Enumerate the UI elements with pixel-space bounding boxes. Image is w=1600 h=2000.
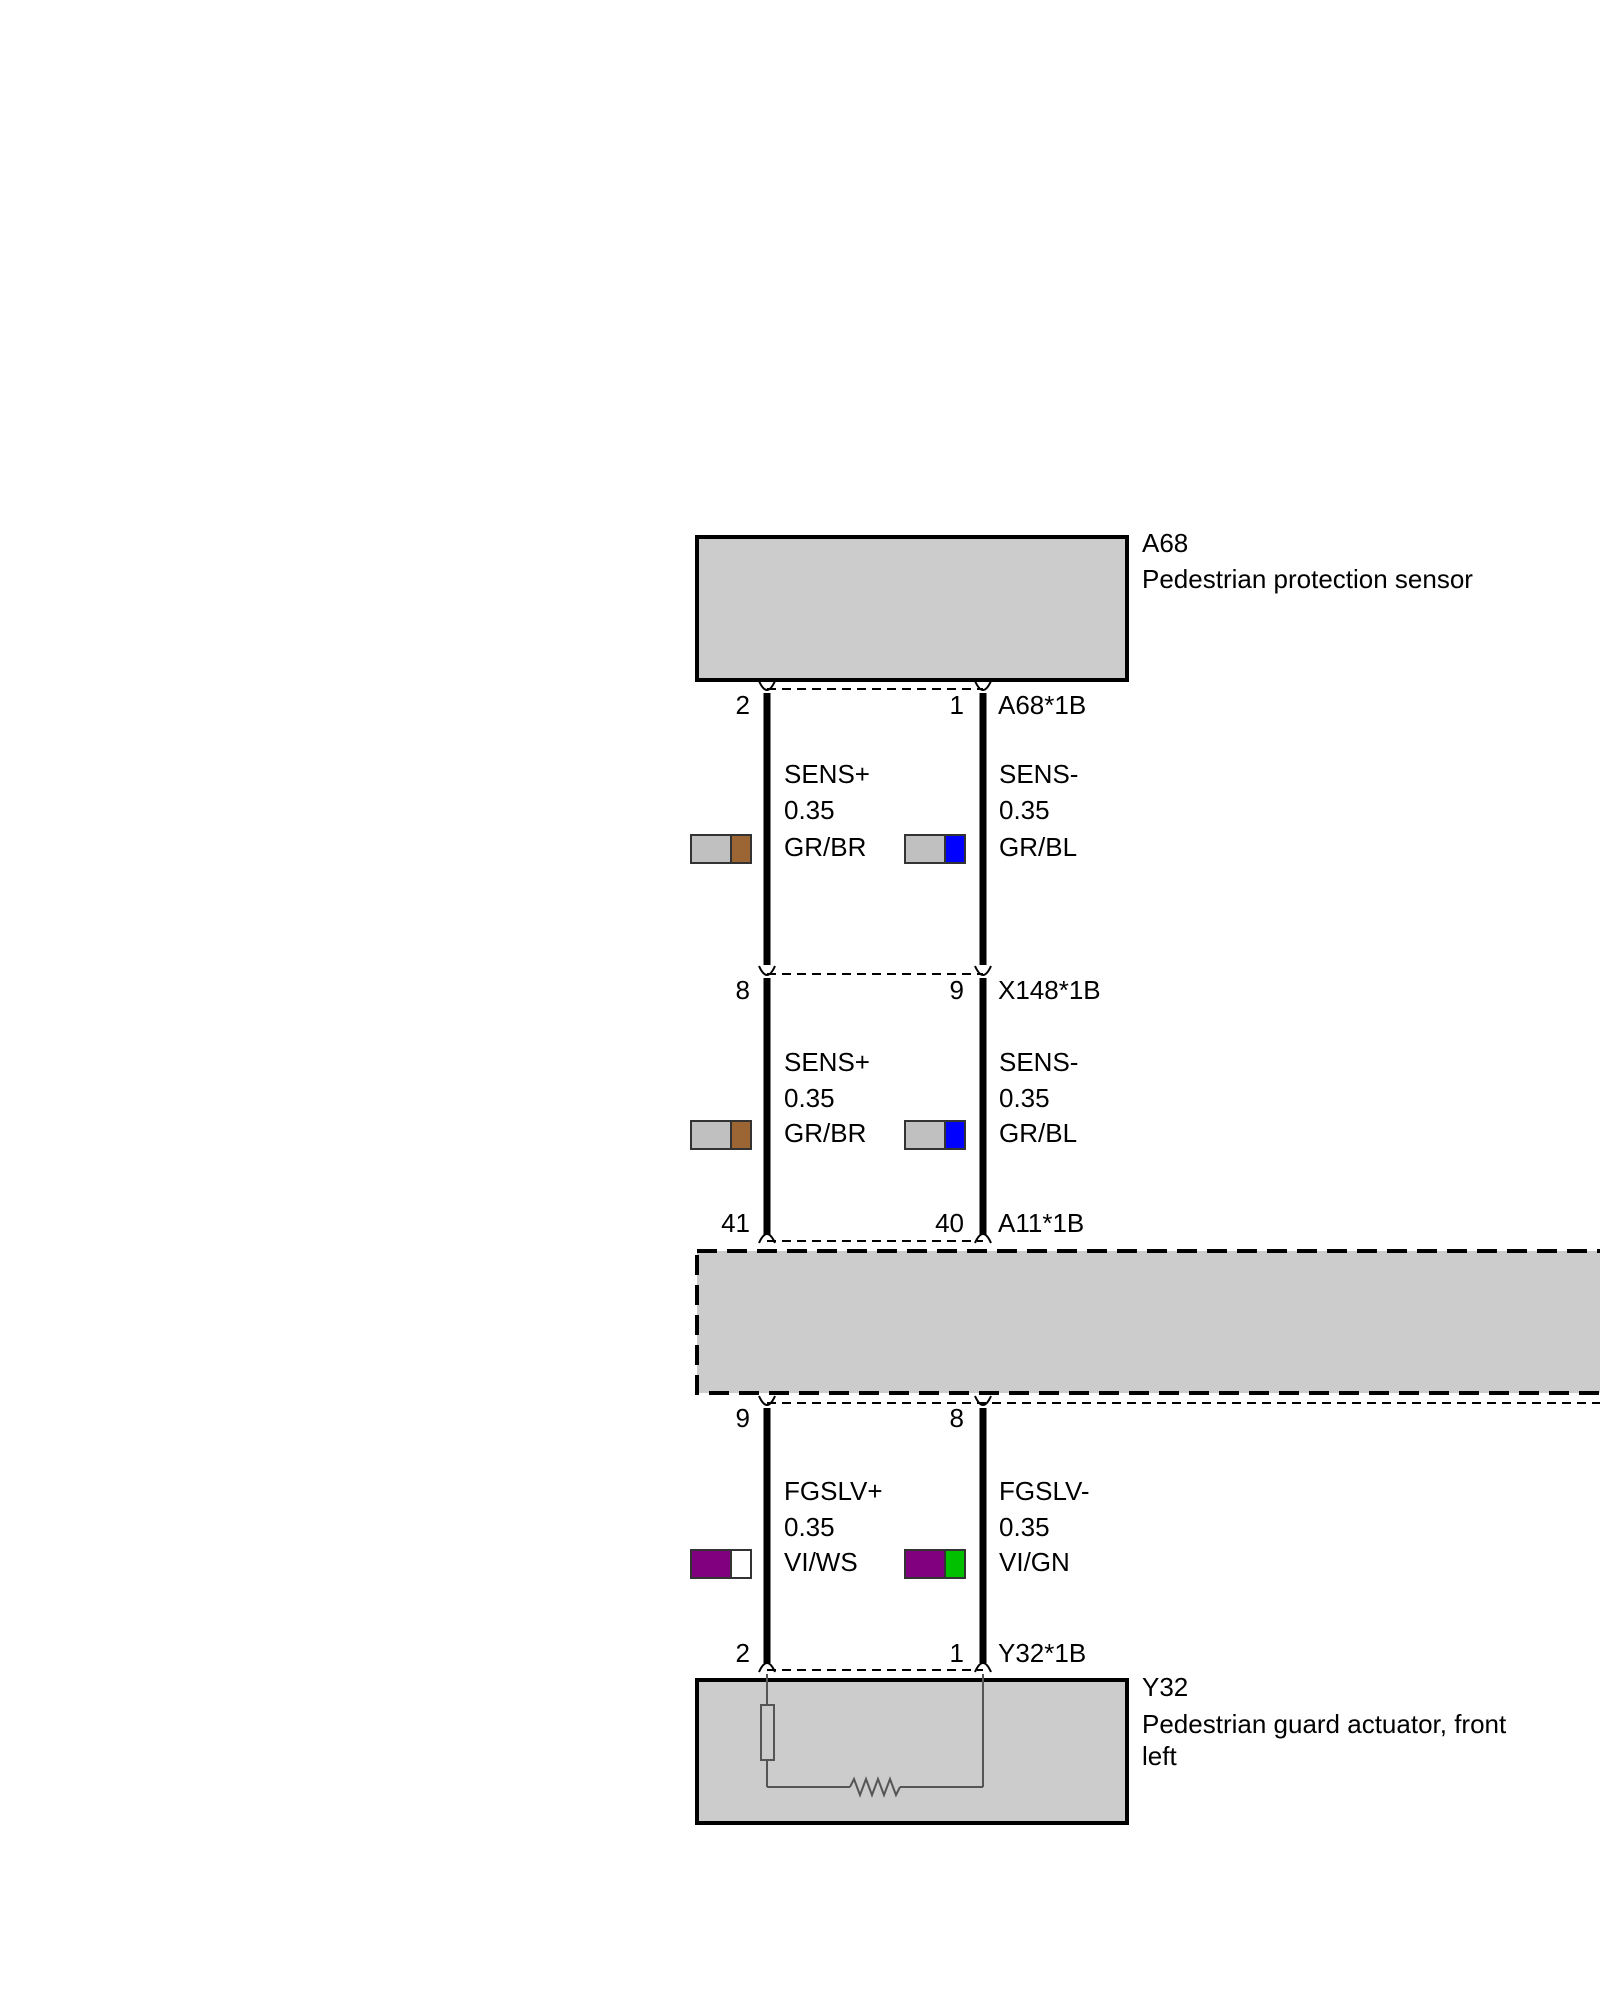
wire-seg3-left-color: VI/WS: [784, 1547, 858, 1577]
wire-seg2-right-swatch-stripe: [944, 1120, 966, 1150]
connector-a68-1b-pin-2: 2: [736, 690, 750, 720]
connector-x148-1b-pin-8: 8: [736, 975, 750, 1005]
component-y32-name-line2: left: [1142, 1741, 1177, 1771]
wire-seg3-left-swatch-stripe: [730, 1549, 752, 1579]
connector-x148-1b-pin-8-symbol: [758, 965, 776, 976]
y32-internal-circuit: [760, 1674, 984, 1798]
wire-seg3-right-gauge: 0.35: [999, 1512, 1050, 1542]
wire-seg2-left-gauge: 0.35: [784, 1083, 835, 1113]
wire-seg2-left-signal: SENS+: [784, 1047, 870, 1077]
component-a68-name: Pedestrian protection sensor: [1142, 564, 1473, 594]
wire-seg3-right-color: VI/GN: [999, 1547, 1070, 1577]
connector-a11-1b-pin-9-symbol: [758, 1395, 776, 1406]
connector-a68-1b-pin-2-symbol: [758, 680, 776, 691]
wire-seg2-right-color: GR/BL: [999, 1118, 1077, 1148]
connector-y32-1b-pin-2: 2: [736, 1638, 750, 1668]
wire-seg1-left-gauge: 0.35: [784, 795, 835, 825]
wire-seg2-left-color: GR/BR: [784, 1118, 866, 1148]
wire-seg1-right-swatch-main: [904, 834, 946, 864]
connector-a11-1b-pin-8-symbol: [974, 1395, 992, 1406]
connector-a68-1b-pin-1: 1: [950, 690, 964, 720]
connector-a11-1b-pin-40: 40: [935, 1208, 964, 1238]
component-y32-code: Y32: [1142, 1672, 1188, 1702]
connector-y32-1b-pin-1-symbol: [974, 1662, 992, 1673]
connector-a68-1b-id: A68*1B: [998, 690, 1086, 720]
connector-x148-1b-pin-9: 9: [950, 975, 964, 1005]
connector-a68-1b-pin-1-symbol: [974, 680, 992, 691]
component-a68-code: A68: [1142, 528, 1188, 558]
connector-x148-1b-id: X148*1B: [998, 975, 1101, 1005]
wire-seg3-right-swatch-stripe: [944, 1549, 966, 1579]
wire-seg3-right-swatch-main: [904, 1549, 946, 1579]
wire-seg1-left-swatch-stripe: [730, 834, 752, 864]
wire-seg2-left-swatch-stripe: [730, 1120, 752, 1150]
wire-seg2-right-signal: SENS-: [999, 1047, 1078, 1077]
wire-seg1-left-swatch-main: [690, 834, 732, 864]
wire-seg3-right-signal: FGSLV-: [999, 1476, 1090, 1506]
connector-a11-1b-pin-41: 41: [721, 1208, 750, 1238]
wire-seg3-left-swatch-main: [690, 1549, 732, 1579]
connector-y32-1b-pin-1: 1: [950, 1638, 964, 1668]
connector-a11-1b-pin-9: 9: [736, 1403, 750, 1433]
wire-seg1-right-swatch-stripe: [944, 834, 966, 864]
wire-seg3-left-signal: FGSLV+: [784, 1476, 883, 1506]
connector-a11-1b-pin-40-symbol: [974, 1233, 992, 1244]
connector-x148-1b-pin-9-symbol: [974, 965, 992, 976]
wire-seg1-right-gauge: 0.35: [999, 795, 1050, 825]
connector-y32-1b-pin-2-symbol: [758, 1662, 776, 1673]
wire-seg2-left-swatch-main: [690, 1120, 732, 1150]
connector-a11-1b-pin-8: 8: [950, 1403, 964, 1433]
component-a11-box[interactable]: [695, 1249, 1600, 1395]
connector-a11-1b-id: A11*1B: [998, 1208, 1084, 1238]
wire-seg3-left-gauge: 0.35: [784, 1512, 835, 1542]
wire-seg1-left-color: GR/BR: [784, 832, 866, 862]
wire-seg2-right-swatch-main: [904, 1120, 946, 1150]
wire-seg2-right-gauge: 0.35: [999, 1083, 1050, 1113]
wire-seg1-right-signal: SENS-: [999, 759, 1078, 789]
component-y32-name-line1: Pedestrian guard actuator, front: [1142, 1709, 1507, 1739]
connector-y32-1b-id: Y32*1B: [998, 1638, 1086, 1668]
connector-a11-1b-pin-41-symbol: [758, 1233, 776, 1244]
wire-seg1-right-color: GR/BL: [999, 832, 1077, 862]
wire-seg1-left-signal: SENS+: [784, 759, 870, 789]
component-a68-box[interactable]: [695, 535, 1129, 682]
